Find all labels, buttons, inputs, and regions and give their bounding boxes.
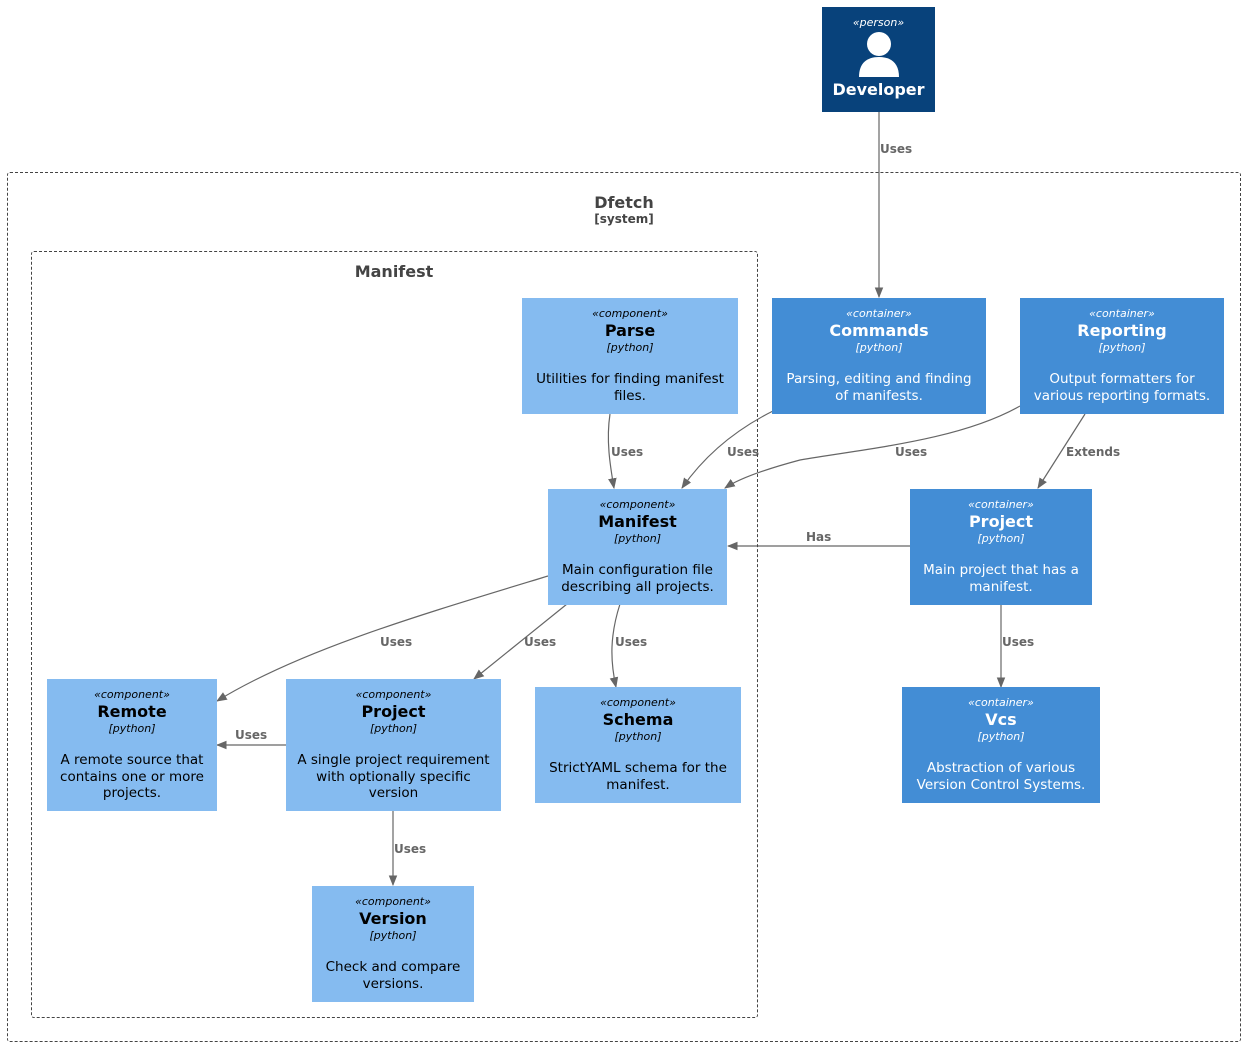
node-title: Version: [359, 909, 427, 928]
edge-label: Uses: [1002, 635, 1034, 649]
reporting-container[interactable]: «container» Reporting [python] Output fo…: [1020, 298, 1224, 414]
manifest-boundary: [31, 251, 758, 1018]
stereotype-label: «container»: [968, 498, 1034, 511]
edge-reporting-manifest: [724, 405, 1021, 489]
node-title: Commands: [829, 321, 929, 340]
edge-label: Uses: [615, 635, 647, 649]
node-title: Project: [361, 702, 426, 721]
node-technology: [python]: [855, 341, 903, 354]
node-technology: [python]: [1098, 341, 1146, 354]
stereotype-label: «container»: [1089, 307, 1155, 320]
person-icon: [858, 32, 899, 77]
node-title: Project: [968, 512, 1034, 531]
edge-manifest-remote: [216, 575, 549, 702]
edge-label: Uses: [727, 445, 759, 459]
node-technology: [python]: [977, 730, 1025, 743]
edge-parse-manifest: [607, 413, 617, 490]
system-boundary: [7, 172, 1241, 1042]
node-title: Manifest: [598, 512, 677, 531]
stereotype-label: «component»: [94, 688, 170, 701]
vcs-container[interactable]: «container» Vcs [python] Abstraction of …: [902, 687, 1100, 803]
node-title: Vcs: [985, 710, 1017, 729]
edge-label: Uses: [611, 445, 643, 459]
node-description: Main project that has a manifest.: [923, 562, 1079, 595]
node-description: Abstraction of various Version Control S…: [916, 760, 1086, 793]
edge-commands-manifest: [681, 410, 774, 489]
edge-label: Extends: [1066, 445, 1120, 459]
edge-label: Uses: [524, 635, 556, 649]
manifest-component[interactable]: «component» Manifest [python] Main confi…: [548, 489, 727, 605]
node-technology: [python]: [613, 532, 662, 545]
edge-label: Uses: [394, 842, 426, 856]
stereotype-label: «container»: [968, 696, 1034, 709]
project-component[interactable]: «component» Project [python] A single pr…: [286, 679, 501, 811]
node-technology: [python]: [369, 722, 418, 735]
stereotype-label: «component»: [592, 307, 668, 320]
stereotype-label: «component»: [600, 696, 676, 709]
edge-label: Uses: [880, 142, 912, 156]
edge-reporting-project: [1037, 413, 1086, 489]
stereotype-label: «container»: [846, 307, 912, 320]
manifest-boundary-title: Manifest: [354, 262, 434, 281]
node-technology: [python]: [614, 730, 662, 743]
node-title: Remote: [97, 702, 167, 721]
stereotype-label: «person»: [852, 16, 905, 29]
developer-node[interactable]: «person» Developer: [822, 7, 935, 112]
version-component[interactable]: «component» Version [python] Check and c…: [312, 886, 474, 1002]
node-technology: [python]: [606, 341, 654, 354]
node-description: Utilities for finding manifest files.: [536, 371, 724, 404]
edge-label: Has: [806, 530, 831, 544]
stereotype-label: «component»: [599, 498, 676, 511]
node-technology: [python]: [977, 532, 1025, 545]
node-description: Check and compare versions.: [325, 959, 461, 992]
node-description: Main configuration file describing all p…: [561, 562, 714, 595]
parse-component[interactable]: «component» Parse [python] Utilities for…: [522, 298, 738, 414]
edge-label: Uses: [380, 635, 412, 649]
node-title: Schema: [602, 710, 674, 729]
edge-manifest-projectcomp: [473, 603, 568, 680]
system-boundary-title: Dfetch: [594, 193, 654, 212]
node-description: A single project requirement with option…: [297, 752, 490, 801]
edge-label: Uses: [235, 728, 267, 742]
stereotype-label: «component»: [355, 895, 431, 908]
node-title: Parse: [604, 321, 656, 340]
edge-label: Uses: [895, 445, 927, 459]
commands-container[interactable]: «container» Commands [python] Parsing, e…: [772, 298, 986, 414]
node-title: Developer: [832, 80, 925, 99]
node-description: A remote source that contains one or mor…: [60, 752, 204, 801]
node-title: Reporting: [1077, 321, 1167, 340]
remote-component[interactable]: «component» Remote [python] A remote sou…: [47, 679, 217, 811]
system-boundary-subtitle: [system]: [594, 212, 654, 226]
stereotype-label: «component»: [355, 688, 432, 701]
edge-manifest-schema: [609, 603, 621, 689]
node-description: StrictYAML schema for the manifest.: [549, 760, 727, 793]
schema-component[interactable]: «component» Schema [python] StrictYAML s…: [535, 687, 741, 803]
node-description: Parsing, editing and finding of manifest…: [786, 371, 972, 404]
node-description: Output formatters for various reporting …: [1033, 371, 1211, 404]
project-container[interactable]: «container» Project [python] Main projec…: [910, 489, 1092, 605]
node-technology: [python]: [108, 722, 156, 735]
node-technology: [python]: [369, 929, 417, 942]
